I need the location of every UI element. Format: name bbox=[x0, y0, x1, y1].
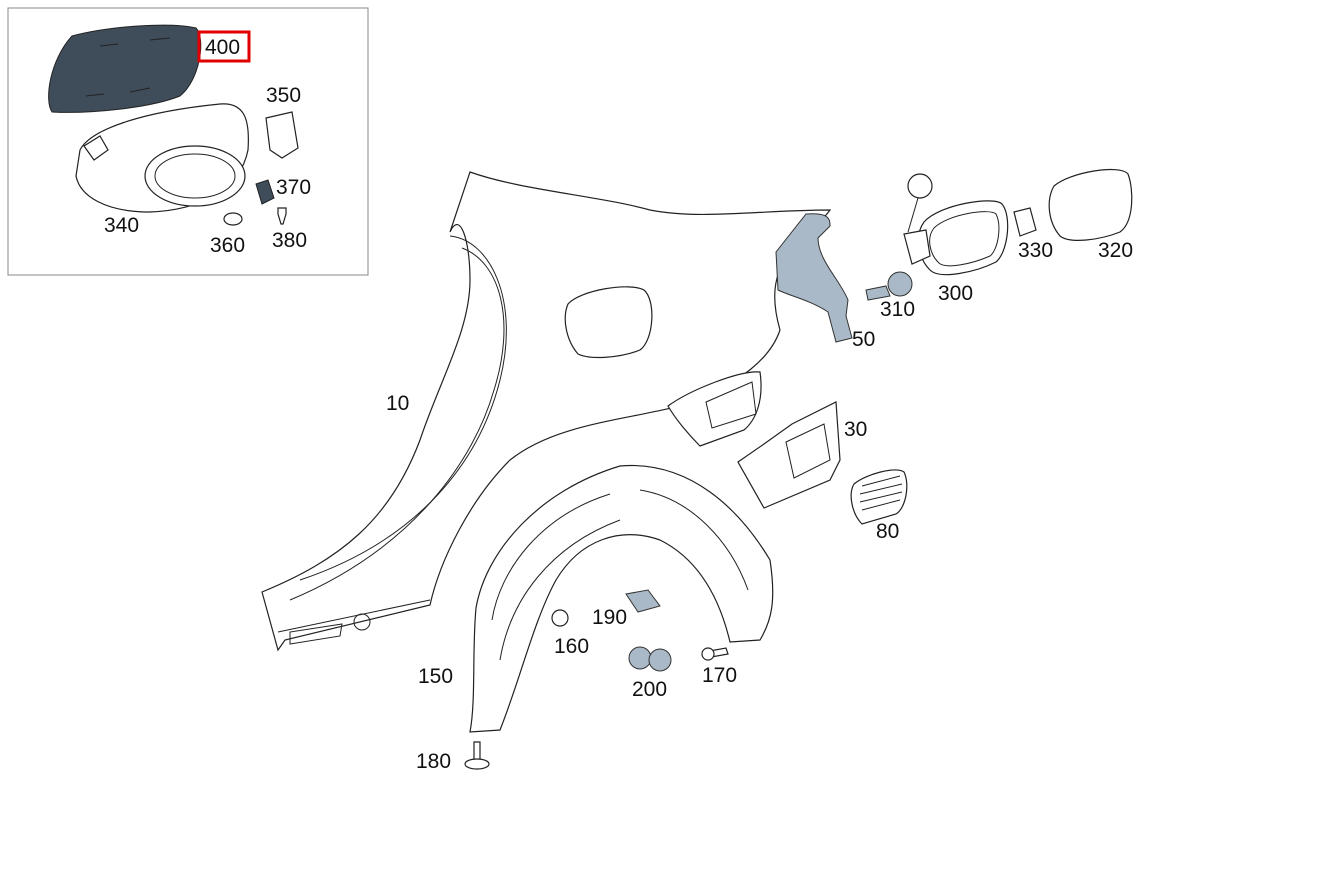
part-400-cover-detail bbox=[85, 37, 171, 97]
label-340[interactable]: 340 bbox=[104, 214, 139, 237]
part-350-actuator[interactable] bbox=[265, 111, 299, 159]
label-80[interactable]: 80 bbox=[876, 520, 899, 543]
part-300-hinge[interactable] bbox=[903, 229, 931, 265]
part-340-hinge bbox=[83, 135, 109, 161]
part-10-sill-hole bbox=[353, 613, 371, 631]
part-370-connector[interactable] bbox=[255, 179, 275, 205]
part-170-head bbox=[701, 647, 715, 661]
part-400-cover[interactable] bbox=[48, 24, 202, 113]
label-150[interactable]: 150 bbox=[418, 665, 453, 688]
part-80-slats bbox=[859, 475, 903, 511]
label-320[interactable]: 320 bbox=[1098, 239, 1133, 262]
part-330-clip[interactable] bbox=[1013, 207, 1037, 237]
label-380[interactable]: 380 bbox=[272, 229, 307, 252]
label-350[interactable]: 350 bbox=[266, 84, 301, 107]
part-300-door[interactable] bbox=[917, 200, 1009, 276]
part-200-body bbox=[648, 648, 672, 672]
part-200-head[interactable] bbox=[628, 646, 652, 670]
part-10-fuel-opening bbox=[564, 286, 653, 359]
part-150-liner[interactable] bbox=[469, 464, 774, 733]
part-180-washer bbox=[464, 758, 490, 770]
part-10-pillar-inner bbox=[289, 247, 505, 601]
part-360-grommet[interactable] bbox=[223, 212, 243, 226]
part-10-side-panel[interactable] bbox=[261, 171, 832, 652]
label-360[interactable]: 360 bbox=[210, 234, 245, 257]
part-320-cover[interactable] bbox=[1048, 168, 1133, 241]
label-190[interactable]: 190 bbox=[592, 606, 627, 629]
part-150-liner-ribs bbox=[491, 489, 749, 661]
part-10-rear-pocket bbox=[667, 371, 762, 447]
label-310[interactable]: 310 bbox=[880, 298, 915, 321]
label-370[interactable]: 370 bbox=[276, 176, 311, 199]
part-300-cap-line bbox=[907, 197, 919, 233]
part-310-bolt[interactable] bbox=[865, 285, 891, 301]
label-30[interactable]: 30 bbox=[844, 418, 867, 441]
part-10-sill bbox=[277, 599, 431, 645]
part-160-clip[interactable] bbox=[551, 609, 569, 627]
label-170[interactable]: 170 bbox=[702, 664, 737, 687]
label-160[interactable]: 160 bbox=[554, 635, 589, 658]
part-400-highlight-box bbox=[197, 30, 251, 63]
label-180[interactable]: 180 bbox=[416, 750, 451, 773]
part-380-screw[interactable] bbox=[277, 207, 287, 225]
label-200[interactable]: 200 bbox=[632, 678, 667, 701]
part-340-opening-inner bbox=[154, 153, 236, 199]
part-300-cap bbox=[907, 173, 933, 199]
label-10[interactable]: 10 bbox=[386, 392, 409, 415]
part-310-head bbox=[887, 271, 913, 297]
part-10-rear-pocket-inner bbox=[705, 381, 757, 429]
label-300[interactable]: 300 bbox=[938, 282, 973, 305]
part-190-nut[interactable] bbox=[625, 589, 661, 613]
inset-panel: 400 350 370 340 360 380 bbox=[7, 7, 369, 276]
label-400[interactable]: 400 bbox=[205, 36, 240, 59]
part-30-opening bbox=[785, 423, 831, 479]
label-330[interactable]: 330 bbox=[1018, 239, 1053, 262]
label-50[interactable]: 50 bbox=[852, 328, 875, 351]
main-diagram: 10 30 50 80 150 160 170 180 190 200 300 … bbox=[261, 168, 1133, 773]
part-340-opening bbox=[144, 145, 246, 207]
part-300-door-inner bbox=[929, 211, 1000, 267]
part-10-pillar-edge bbox=[299, 235, 507, 581]
part-50-bracket[interactable] bbox=[775, 213, 853, 343]
